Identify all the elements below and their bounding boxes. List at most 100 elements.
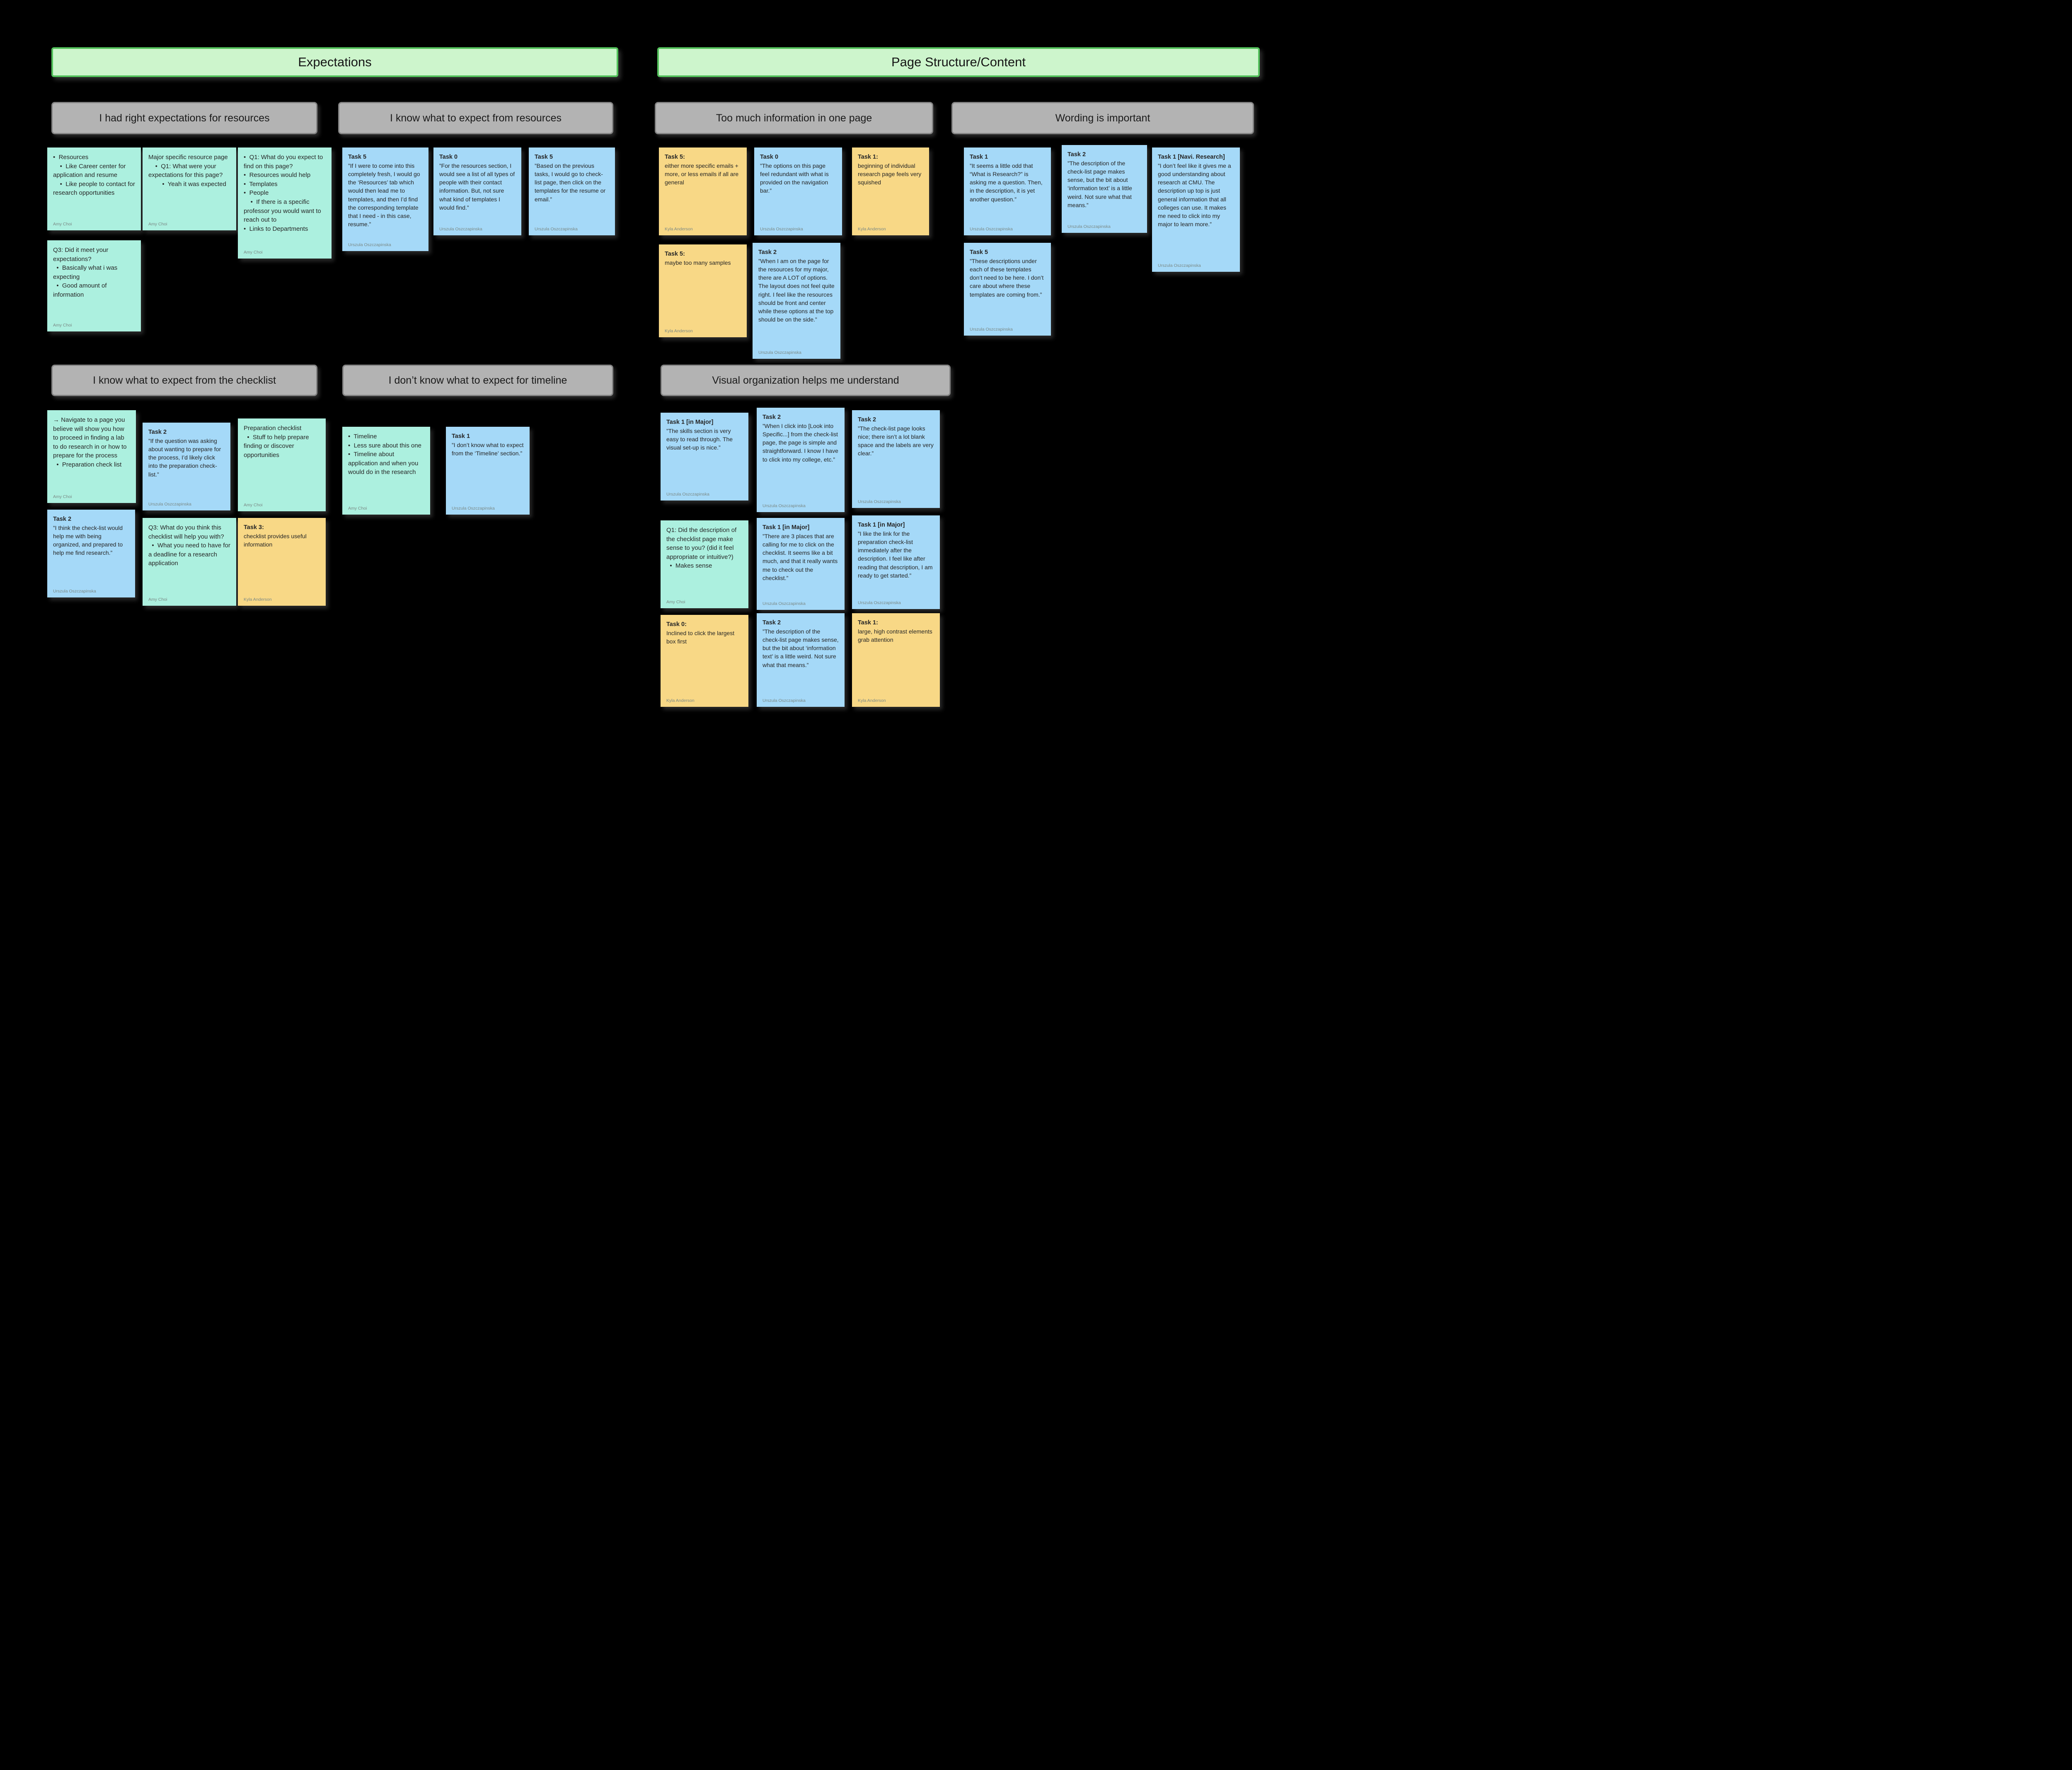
section-title: Visual organization helps me understand (712, 374, 899, 386)
note-title: Task 2 (762, 619, 781, 626)
note-title: Task 1 [Navi. Research] (1158, 154, 1225, 160)
whiteboard-canvas[interactable]: Expectations Page Structure/Content I ha… (0, 0, 1300, 750)
section-header-expect-checklist[interactable]: I know what to expect from the checklist (51, 365, 317, 396)
sticky-note[interactable]: Major specific resource page • Q1: What … (143, 148, 236, 230)
note-text: ”I think the check-list would help me wi… (53, 525, 125, 556)
note-title: Task 1: (858, 154, 878, 160)
note-text: ”If the question was asking about wantin… (148, 438, 223, 478)
section-title: I don’t know what to expect for timeline (388, 374, 567, 386)
sticky-note[interactable]: Task 2 ”I think the check-list would hel… (47, 510, 135, 597)
note-text: ”There are 3 places that are calling for… (762, 533, 840, 581)
note-title: Task 5 (535, 154, 553, 160)
sticky-note[interactable]: Task 1 ”It seems a little odd that “What… (964, 148, 1051, 235)
note-author: Kyla Anderson (665, 227, 693, 232)
note-title: Task 1 [in Major] (762, 524, 810, 531)
sticky-note[interactable]: • Q1: What do you expect to find on this… (238, 148, 332, 259)
section-title: Wording is important (1055, 112, 1150, 124)
sticky-note[interactable]: Task 1 [Navi. Research] ”I don’t feel li… (1152, 148, 1240, 272)
sticky-note[interactable]: Task 1 ”I don’t know what to expect from… (446, 427, 530, 515)
note-text: Q3: What do you think this checklist wil… (148, 524, 230, 567)
note-author: Kyla Anderson (858, 227, 886, 232)
note-author: Amy Choi (348, 506, 367, 511)
sticky-note[interactable]: Task 1 [in Major] ”The skills section is… (661, 413, 748, 501)
note-title: Task 1 (452, 433, 470, 440)
note-author: Urszula Oszczapinska (439, 227, 482, 232)
sticky-note[interactable]: Q3: Did it meet your expectations? • Bas… (47, 240, 141, 331)
banner-page-structure[interactable]: Page Structure/Content (657, 47, 1260, 77)
sticky-note[interactable]: Task 5 ”These descriptions under each of… (964, 243, 1051, 336)
note-author: Kyla Anderson (665, 329, 693, 334)
note-author: Urszula Oszczapinska (666, 492, 709, 497)
sticky-note[interactable]: Task 0 ”For the resources section, I wou… (433, 148, 521, 235)
section-header-right-expectations[interactable]: I had right expectations for resources (51, 102, 317, 134)
note-author: Amy Choi (53, 323, 72, 328)
note-text: • Q1: What do you expect to find on this… (244, 154, 323, 232)
note-text: ”When I am on the page for the resources… (758, 258, 836, 323)
note-author: Amy Choi (244, 503, 263, 508)
sticky-note[interactable]: Task 5: either more specific emails + mo… (659, 148, 747, 235)
sticky-note[interactable]: → Navigate to a page you believe will sh… (47, 410, 136, 503)
sticky-note[interactable]: • Timeline • Less sure about this one • … (342, 427, 430, 515)
note-author: Urszula Oszczapinska (148, 502, 191, 507)
sticky-note[interactable]: Task 0: Inclined to click the largest bo… (661, 615, 748, 707)
section-header-visual-organization[interactable]: Visual organization helps me understand (661, 365, 951, 396)
banner-expectations[interactable]: Expectations (51, 47, 618, 77)
note-text: Preparation checklist • Stuff to help pr… (244, 425, 309, 459)
note-author: Kyla Anderson (244, 597, 272, 602)
note-text: ”The description of the check-list page … (1067, 160, 1134, 208)
sticky-note[interactable]: Task 0 ”The options on this page feel re… (754, 148, 842, 235)
sticky-note[interactable]: Task 2 ”The check-list page looks nice; … (852, 410, 940, 508)
note-title: Task 2 (148, 429, 167, 435)
note-author: Kyla Anderson (666, 698, 695, 703)
note-author: Urszula Oszczapinska (762, 601, 806, 606)
note-text: ”For the resources section, I would see … (439, 162, 516, 211)
sticky-note[interactable]: Task 2 ”The description of the check-lis… (1062, 145, 1147, 233)
note-text: → Navigate to a page you believe will sh… (53, 416, 127, 468)
note-title: Task 1: (858, 619, 878, 626)
banner-label: Page Structure/Content (891, 55, 1026, 69)
note-text: maybe too many samples (665, 259, 731, 266)
note-title: Task 3: (244, 524, 264, 531)
note-author: Urszula Oszczapinska (762, 503, 806, 508)
note-text: large, high contrast elements grab atten… (858, 628, 934, 643)
section-title: I know what to expect from the checklist (93, 374, 276, 386)
note-author: Amy Choi (53, 222, 72, 227)
sticky-note[interactable]: Q1: Did the description of the checklist… (661, 520, 748, 608)
sticky-note[interactable]: Task 2 ”If the question was asking about… (143, 423, 230, 510)
note-author: Urszula Oszczapinska (53, 589, 96, 594)
sticky-note[interactable]: Task 2 ”When I am on the page for the re… (753, 243, 840, 359)
sticky-note[interactable]: Task 1: beginning of individual research… (852, 148, 929, 235)
note-text: ”The check-list page looks nice; there i… (858, 425, 935, 457)
section-header-too-much-info[interactable]: Too much information in one page (655, 102, 933, 134)
note-title: Task 0 (760, 154, 779, 160)
sticky-note[interactable]: • Resources • Like Career center for app… (47, 148, 141, 230)
sticky-note[interactable]: Task 5: maybe too many samples Kyla Ande… (659, 244, 747, 337)
note-text: • Resources • Like Career center for app… (53, 154, 135, 197)
sticky-note[interactable]: Task 2 ”When I click into [Look into Spe… (757, 408, 845, 512)
sticky-note[interactable]: Task 5 ”Based on the previous tasks, I w… (529, 148, 615, 235)
note-text: Q1: Did the description of the checklist… (666, 527, 737, 570)
note-title: Task 5 (970, 249, 988, 256)
sticky-note[interactable]: Task 5 ”If I were to come into this comp… (342, 148, 428, 251)
sticky-note[interactable]: Q3: What do you think this checklist wil… (143, 518, 236, 606)
note-text: • Timeline • Less sure about this one • … (348, 433, 422, 476)
note-text: checklist provides useful information (244, 533, 308, 548)
sticky-note[interactable]: Task 1 [in Major] ”There are 3 places th… (757, 518, 845, 610)
sticky-note[interactable]: Task 3: checklist provides useful inform… (238, 518, 326, 606)
note-author: Urszula Oszczapinska (858, 499, 901, 504)
note-author: Amy Choi (148, 222, 167, 227)
note-text: ”Based on the previous tasks, I would go… (535, 162, 608, 203)
sticky-note[interactable]: Task 1: large, high contrast elements gr… (852, 613, 940, 707)
section-header-expect-timeline[interactable]: I don’t know what to expect for timeline (342, 365, 613, 396)
sticky-note[interactable]: Preparation checklist • Stuff to help pr… (238, 418, 326, 511)
note-title: Task 2 (858, 416, 876, 423)
sticky-note[interactable]: Task 2 ”The description of the check-lis… (757, 613, 845, 707)
note-text: ”The options on this page feel redundant… (760, 162, 830, 194)
section-header-expect-resources[interactable]: I know what to expect from resources (338, 102, 613, 134)
banner-label: Expectations (298, 55, 372, 69)
sticky-note[interactable]: Task 1 [in Major] ”I like the link for t… (852, 515, 940, 609)
note-text: ”When I click into [Look into Specific..… (762, 423, 840, 463)
note-text: ”The skills section is very easy to read… (666, 428, 734, 451)
note-text: Inclined to click the largest box first (666, 630, 736, 645)
section-header-wording[interactable]: Wording is important (951, 102, 1254, 134)
